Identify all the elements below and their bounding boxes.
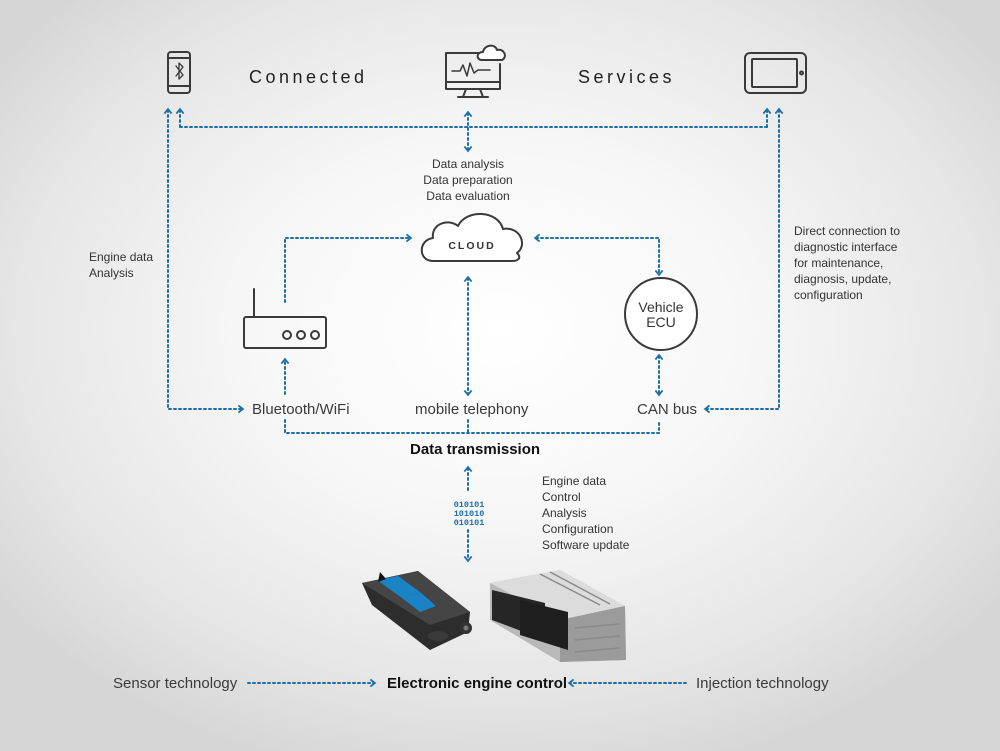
right-note-line: configuration (794, 288, 863, 302)
cloud-note: Data preparation (423, 173, 513, 187)
channels-bracket-line (284, 419, 660, 434)
ecu-function-item: Engine data (542, 474, 607, 488)
right-note-line: for maintenance, (794, 256, 884, 270)
header-title-right: Services (578, 67, 676, 87)
router-to-cloud-line (284, 233, 413, 303)
tablet-to-can-line (703, 107, 784, 414)
ecu-function-item: Configuration (542, 522, 614, 536)
injection-technology-label: Injection technology (696, 675, 829, 692)
cloud-label: CLOUD (448, 240, 496, 252)
ecu-function-item: Software update (542, 538, 630, 552)
channel-mobile: mobile telephony (415, 401, 529, 418)
left-note-line: Analysis (89, 266, 134, 280)
right-note-line: diagnostic interface (794, 240, 898, 254)
channel-bluetooth: Bluetooth/WiFi (252, 401, 350, 418)
header-title-left: Connected (249, 67, 368, 87)
binary-line: 010101 (453, 500, 485, 510)
binary-line: 101010 (453, 509, 485, 519)
binary-line: 010101 (453, 518, 485, 528)
ecu-functions: Engine data Control Analysis Configurati… (542, 473, 629, 553)
sensor-technology-label: Sensor technology (113, 675, 238, 692)
right-note-line: diagnosis, update, (794, 272, 892, 286)
left-note-line: Engine data (89, 250, 154, 264)
vehicle-ecu-line: ECU (646, 314, 676, 330)
transmission-title: Data transmission (410, 441, 541, 458)
phone-to-bluetooth-line (163, 107, 245, 414)
left-note: Engine data Analysis (89, 249, 153, 281)
cloud-note: Data analysis (431, 157, 505, 171)
cloud-note: Data evaluation (426, 189, 510, 203)
channel-can: CAN bus (637, 401, 698, 418)
vehicle-ecu-line: Vehicle (638, 299, 684, 315)
cloud-to-ecu-line (533, 233, 664, 277)
right-note-line: Direct connection to (794, 224, 901, 238)
ecu-function-item: Control (542, 490, 581, 504)
ecu-function-item: Analysis (542, 506, 587, 520)
binary-data-icon: 010101 101010 010101 (451, 501, 487, 528)
cloud-notes: Data analysis Data preparation Data eval… (408, 156, 528, 204)
electronic-engine-control-label: Electronic engine control (387, 675, 568, 692)
right-note: Direct connection to diagnostic interfac… (794, 223, 900, 303)
vehicle-ecu-label: Vehicle ECU (626, 300, 696, 330)
